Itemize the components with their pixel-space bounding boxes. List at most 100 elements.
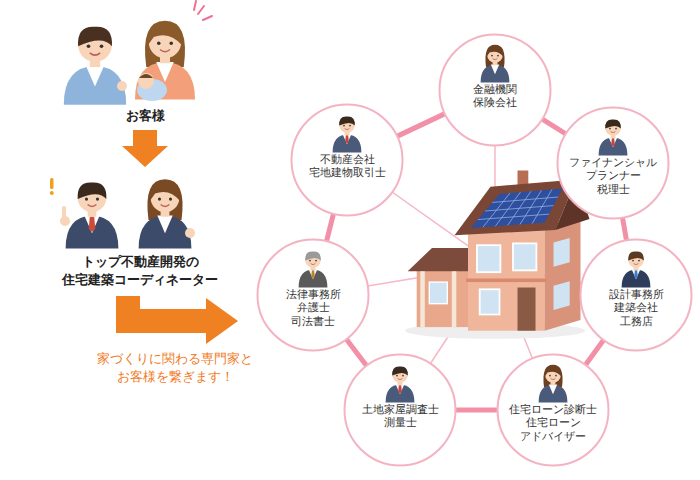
coordinator-illustration	[50, 191, 54, 195]
house-illustration	[554, 238, 570, 267]
person-figure	[89, 217, 96, 232]
expert-text: ファイナンシャル プランナー 税理士	[569, 156, 657, 196]
house-illustration	[420, 271, 425, 327]
circle-shape	[581, 240, 692, 351]
person-figure	[78, 27, 112, 47]
person-figure	[609, 138, 617, 148]
down-arrow	[122, 130, 168, 167]
person-figure	[392, 367, 408, 376]
house-illustration	[452, 271, 457, 327]
person-figure	[86, 66, 104, 87]
house-illustration	[466, 279, 546, 283]
person-figure	[305, 252, 321, 261]
person-figure	[139, 179, 192, 248]
coordinator-illustration	[185, 228, 195, 238]
person-figure	[549, 385, 557, 395]
person-figure	[549, 375, 551, 377]
solar-panel-grid	[485, 206, 553, 211]
person-figure	[622, 252, 651, 288]
person-figure	[396, 385, 404, 395]
person-figure	[157, 42, 161, 46]
person-figure	[611, 132, 616, 133]
person-figure	[487, 47, 503, 63]
family-illustration	[139, 74, 153, 78]
person-figure	[157, 216, 172, 234]
customer-label: お客様	[126, 107, 165, 125]
expert-circle: 不動産会社 宅地建物取引士	[290, 103, 404, 217]
person-figure	[638, 260, 640, 262]
person-figure	[87, 44, 91, 48]
house-illustration	[417, 268, 471, 327]
person-figure	[605, 120, 621, 129]
expert-circle: 金融機関 保険会社	[438, 33, 552, 147]
person-figure	[100, 44, 104, 48]
person-figure	[333, 117, 362, 153]
person-figure	[628, 252, 644, 261]
person-figure	[386, 367, 415, 403]
house-illustration	[405, 170, 590, 338]
person-figure	[311, 270, 315, 278]
person-figure	[632, 270, 640, 280]
house-illustration	[480, 289, 500, 314]
person-figure	[491, 65, 499, 75]
coordinator-illustration	[50, 178, 54, 189]
person-figure	[628, 252, 644, 268]
person-figure	[545, 367, 562, 377]
solar-panel-grid	[478, 189, 558, 227]
person-figure	[605, 120, 621, 136]
person-figure	[66, 183, 119, 249]
solar-panel-grid	[478, 214, 549, 219]
person-figure	[491, 55, 493, 57]
person-figure	[78, 183, 107, 200]
person-figure	[161, 205, 170, 207]
person-figure	[333, 135, 362, 153]
person-figure	[493, 59, 498, 60]
person-figure	[299, 252, 328, 288]
person-figure	[551, 379, 556, 380]
circle-shape	[498, 355, 609, 466]
person-figure	[160, 50, 170, 52]
person-figure	[497, 55, 499, 57]
person-figure	[396, 375, 398, 377]
expert-circle: 住宅ローン診断士 住宅ローン アドバイザー	[496, 353, 610, 467]
person-figure	[147, 179, 182, 220]
person-figure	[343, 125, 345, 127]
ring-connector	[586, 341, 602, 364]
person-figure	[392, 367, 408, 383]
person-figure	[398, 379, 403, 380]
expert-circle: 法律事務所 弁護士 司法書士	[256, 238, 370, 352]
person-figure	[158, 198, 161, 201]
person-figure	[339, 117, 355, 133]
circle-shape	[440, 35, 551, 146]
person-figure	[96, 198, 99, 201]
house-illustration	[554, 281, 570, 310]
person-figure	[345, 135, 349, 143]
expert-text: 土地家屋調査士 測量士	[362, 403, 439, 430]
expert-text: 法律事務所 弁護士 司法書士	[286, 288, 341, 328]
expert-circle: 設計事務所 建築会社 工務店	[579, 238, 693, 352]
person-figure	[487, 47, 504, 57]
person-figure	[309, 270, 317, 280]
family-illustration	[203, 16, 212, 20]
person-figure	[615, 128, 617, 130]
person-figure	[632, 260, 634, 262]
circle-shape	[345, 355, 456, 466]
ring-connector	[457, 408, 496, 413]
person-figure	[599, 120, 628, 156]
person-figure	[555, 375, 557, 377]
person-figure	[539, 365, 568, 403]
expert-circle: 土地家屋調査士 測量士	[343, 353, 457, 467]
expert-text: 設計事務所 建築会社 工務店	[609, 288, 664, 328]
person-figure	[611, 138, 615, 146]
person-figure	[609, 128, 611, 130]
house-illustration	[408, 248, 475, 271]
family-illustration	[198, 6, 204, 14]
ring-connector	[347, 340, 365, 364]
expert-circle: ファイナンシャル プランナー 税理士	[556, 106, 670, 220]
person-figure	[543, 365, 562, 387]
expert-text: 金融機関 保険会社	[473, 83, 517, 110]
house-illustration	[545, 217, 581, 330]
